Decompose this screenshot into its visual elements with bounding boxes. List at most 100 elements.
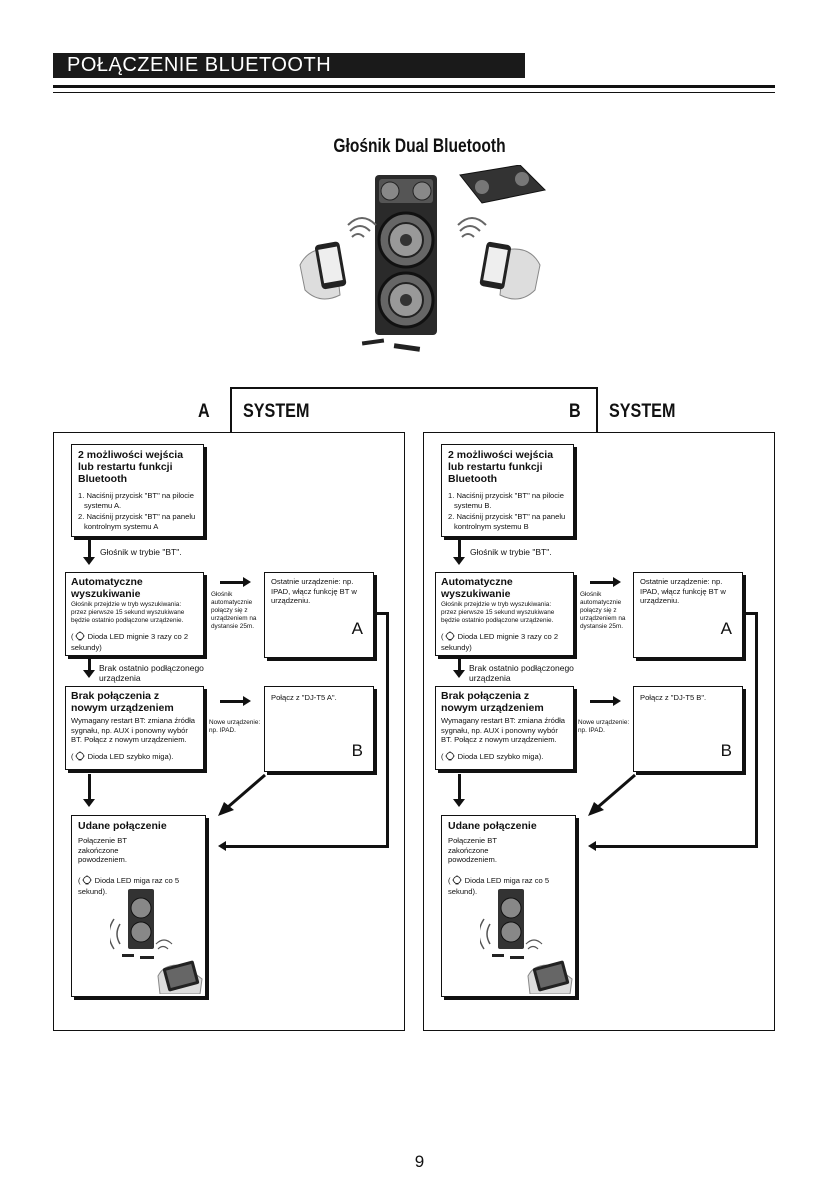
hero-illustration [299, 165, 547, 352]
system-a-label: SYSTEM [243, 401, 310, 422]
system-b-panel [423, 432, 775, 1031]
last-device-text: Ostatnie urządzenie: np. IPAD, włącz fun… [640, 577, 726, 605]
arrow-right-icon [243, 577, 251, 587]
hero-title: Głośnik Dual Bluetooth [333, 136, 506, 157]
system-b-result-last-device: Ostatnie urządzenie: np. IPAD, włącz fun… [633, 572, 743, 658]
no-device-label: Brak ostatnio podłączonego urządzenia [99, 663, 204, 683]
speaker-phone-illustration [480, 889, 573, 994]
connect-text: Połącz z "DJ-T5 B". [640, 693, 707, 702]
arrow-down-icon [453, 557, 465, 565]
system-a-step-new-device: Brak połączenia z nowym urządzeniem Wyma… [65, 686, 204, 770]
result-tag-a: A [351, 619, 363, 638]
last-device-text: Ostatnie urządzenie: np. IPAD, włącz fun… [271, 577, 357, 605]
arrow-down-icon [83, 799, 95, 807]
step-options-item-2: 2. Naciśnij przycisk "BT" na panelu kont… [78, 512, 196, 531]
arrow-down-icon [83, 670, 95, 678]
system-b-step-new-device: Brak połączenia z nowym urządzeniem Wyma… [435, 686, 574, 770]
diagonal-arrow [588, 773, 636, 816]
system-b-result-connect: Połącz z "DJ-T5 B". B [633, 686, 743, 772]
arrow-down-shaft-2 [88, 659, 91, 671]
success-led: ( Dioda LED miga raz co 5 sekund). [78, 874, 180, 896]
divider-thin [53, 92, 775, 93]
system-b-step-auto-search: Automatyczne wyszukiwanie Głośnik przejd… [435, 572, 574, 656]
step-options-title: 2 możliwości wejścia lub restartu funkcj… [78, 449, 184, 485]
arrow-right-shaft [220, 700, 244, 703]
led-bulb-icon [444, 631, 456, 643]
arrow-right-icon [243, 696, 251, 706]
arrow-down-shaft [458, 540, 461, 558]
arrow-mode-label: Głośnik w trybie "BT". [470, 547, 552, 557]
step-options-title: 2 możliwości wejścia lub restartu funkcj… [448, 449, 554, 485]
auto-search-title: Automatyczne wyszukiwanie [71, 576, 143, 600]
success-text: Połączenie BT zakończone powodzeniem. [448, 836, 497, 864]
step-options-item-1: 1. Naciśnij przycisk "BT" na pilocie sys… [448, 491, 564, 510]
system-b-step-options: 2 możliwości wejścia lub restartu funkcj… [441, 444, 574, 537]
result-tag-b: B [720, 741, 732, 760]
new-device-text: Wymagany restart BT: zmiana źródła sygna… [71, 716, 196, 744]
new-device-note: Nowe urządzenie: np. IPAD. [209, 719, 261, 734]
diagonal-arrow [218, 773, 266, 816]
new-device-title: Brak połączenia z nowym urządzeniem [71, 690, 174, 714]
section-title: POŁĄCZENIE BLUETOOTH [53, 53, 525, 78]
new-device-title: Brak połączenia z nowym urządzeniem [441, 690, 544, 714]
arrow-down-shaft-3 [88, 774, 91, 800]
divider-thick [53, 85, 775, 88]
system-a-step-success: Udane połączenie Połączenie BT zakończon… [71, 815, 206, 997]
no-device-label: Brak ostatnio podłączonego urządzenia [469, 663, 574, 683]
arrow-left-icon [218, 841, 226, 851]
success-text: Połączenie BT zakończone powodzeniem. [78, 836, 127, 864]
loop-line-vertical [386, 612, 389, 848]
arrow-mode-label: Głośnik w trybie "BT". [100, 547, 182, 557]
page-number: 9 [414, 1152, 425, 1171]
result-tag-a: A [720, 619, 732, 638]
auto-search-text: Głośnik przejdzie w tryb wyszukiwania: p… [441, 601, 555, 624]
new-device-led: ( Dioda LED szybko miga). [71, 750, 174, 763]
new-device-led: ( Dioda LED szybko miga). [441, 750, 544, 763]
phone-left-image [299, 217, 377, 300]
success-title: Udane połączenie [78, 820, 167, 832]
auto-search-text: Głośnik przejdzie w tryb wyszukiwania: p… [71, 601, 185, 624]
dj-controller-image [459, 165, 547, 204]
loop-line-vertical [755, 612, 758, 848]
speaker-phone-illustration [110, 889, 203, 994]
system-bracket-top [230, 387, 597, 389]
auto-search-led: ( Dioda LED mignie 3 razy co 2 sekundy) [441, 631, 559, 652]
arrow-down-icon [83, 557, 95, 565]
loop-line-top [745, 612, 758, 615]
system-bracket-left [230, 387, 232, 432]
led-bulb-icon [74, 750, 86, 763]
auto-connect-note: Głośnik automatycznie połączy się z urzą… [580, 591, 626, 630]
system-b-letter: B [569, 401, 581, 422]
system-b-step-success: Udane połączenie Połączenie BT zakończon… [441, 815, 576, 997]
loop-line-bottom [226, 845, 389, 848]
loop-line-bottom [596, 845, 758, 848]
led-bulb-icon [81, 874, 93, 887]
speaker-tower-image [361, 175, 437, 352]
arrow-right-shaft [590, 581, 614, 584]
system-a-panel [53, 432, 405, 1031]
new-device-text: Wymagany restart BT: zmiana źródła sygna… [441, 716, 566, 744]
auto-search-title: Automatyczne wyszukiwanie [441, 576, 513, 600]
arrow-down-icon [453, 670, 465, 678]
arrow-right-shaft [220, 581, 244, 584]
arrow-right-shaft [590, 700, 614, 703]
led-bulb-icon [444, 750, 456, 763]
success-led: ( Dioda LED miga raz co 5 sekund). [448, 874, 550, 896]
auto-connect-note: Głośnik automatycznie połączy się z urzą… [211, 591, 257, 630]
system-a-step-auto-search: Automatyczne wyszukiwanie Głośnik przejd… [65, 572, 204, 656]
success-title: Udane połączenie [448, 820, 537, 832]
system-a-result-connect: Połącz z "DJ-T5 A". B [264, 686, 374, 772]
system-bracket-right [596, 387, 598, 432]
loop-line-top [376, 612, 389, 615]
connect-text: Połącz z "DJ-T5 A". [271, 693, 337, 702]
auto-search-led: ( Dioda LED mignie 3 razy co 2 sekundy) [71, 631, 189, 652]
arrow-down-shaft-2 [458, 659, 461, 671]
new-device-note: Nowe urządzenie: np. IPAD. [578, 719, 630, 734]
system-a-letter: A [198, 401, 210, 422]
step-options-item-2: 2. Naciśnij przycisk "BT" na panelu kont… [448, 512, 566, 531]
arrow-down-shaft-3 [458, 774, 461, 800]
arrow-right-icon [613, 696, 621, 706]
arrow-left-icon [588, 841, 596, 851]
result-tag-b: B [351, 741, 363, 760]
phone-right-image [457, 217, 541, 300]
